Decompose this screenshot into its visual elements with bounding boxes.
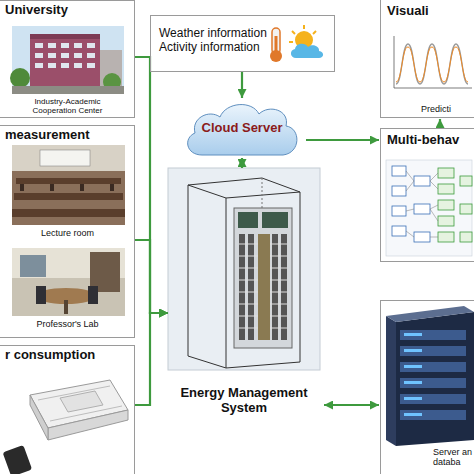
node-title: measurement bbox=[5, 128, 130, 143]
node-caption: Predicti bbox=[421, 104, 471, 114]
lab-photo bbox=[12, 248, 125, 316]
flow-arrow bbox=[241, 158, 243, 168]
node-caption: Professor's Lab bbox=[0, 319, 136, 329]
flow-arrow bbox=[306, 139, 379, 141]
node-title: Weather information Activity information bbox=[159, 27, 284, 55]
cabinet bbox=[168, 168, 320, 370]
lecture-room-photo bbox=[12, 145, 125, 225]
node-title: Visuali bbox=[387, 4, 474, 19]
flow-arrow bbox=[135, 313, 168, 405]
flow-arrow bbox=[135, 240, 168, 313]
cloud-server: Cloud Server bbox=[182, 98, 302, 158]
prediction-chart bbox=[386, 24, 472, 96]
measurement-box: measurementLecture roomProfessor's Lab bbox=[0, 125, 135, 338]
consumption-box: r consumption bbox=[0, 345, 135, 474]
input-info-box: Weather information Activity information bbox=[150, 15, 335, 72]
node-title: r consumption bbox=[5, 348, 130, 363]
flow-arrow bbox=[241, 72, 243, 98]
node-title: Cloud Server bbox=[182, 121, 302, 136]
visualization-box: VisualiPredicti bbox=[380, 0, 474, 118]
server-illustration bbox=[386, 306, 474, 446]
node-title: University bbox=[5, 3, 130, 18]
flow-arrow bbox=[135, 57, 168, 313]
node-caption: Lecture room bbox=[0, 228, 136, 238]
node-caption: Industry-Academic Cooperation Center bbox=[15, 97, 120, 115]
server-box: Server an databa bbox=[380, 300, 474, 474]
building-photo bbox=[10, 26, 124, 94]
site-box: UniversityIndustry-Academic Cooperation … bbox=[0, 0, 135, 118]
flow-arrow bbox=[324, 404, 379, 406]
node-title: Server an databa bbox=[433, 447, 474, 468]
model-figure bbox=[386, 160, 472, 256]
air-conditioner bbox=[3, 380, 128, 474]
model-box: Multi-behav bbox=[380, 128, 474, 262]
node-title: Multi-behav bbox=[387, 133, 474, 148]
weather-icons bbox=[270, 25, 323, 62]
flow-arrow bbox=[439, 119, 441, 128]
energy-management-system: Energy Management System bbox=[168, 168, 320, 415]
node-title: Energy Management System bbox=[168, 386, 320, 416]
